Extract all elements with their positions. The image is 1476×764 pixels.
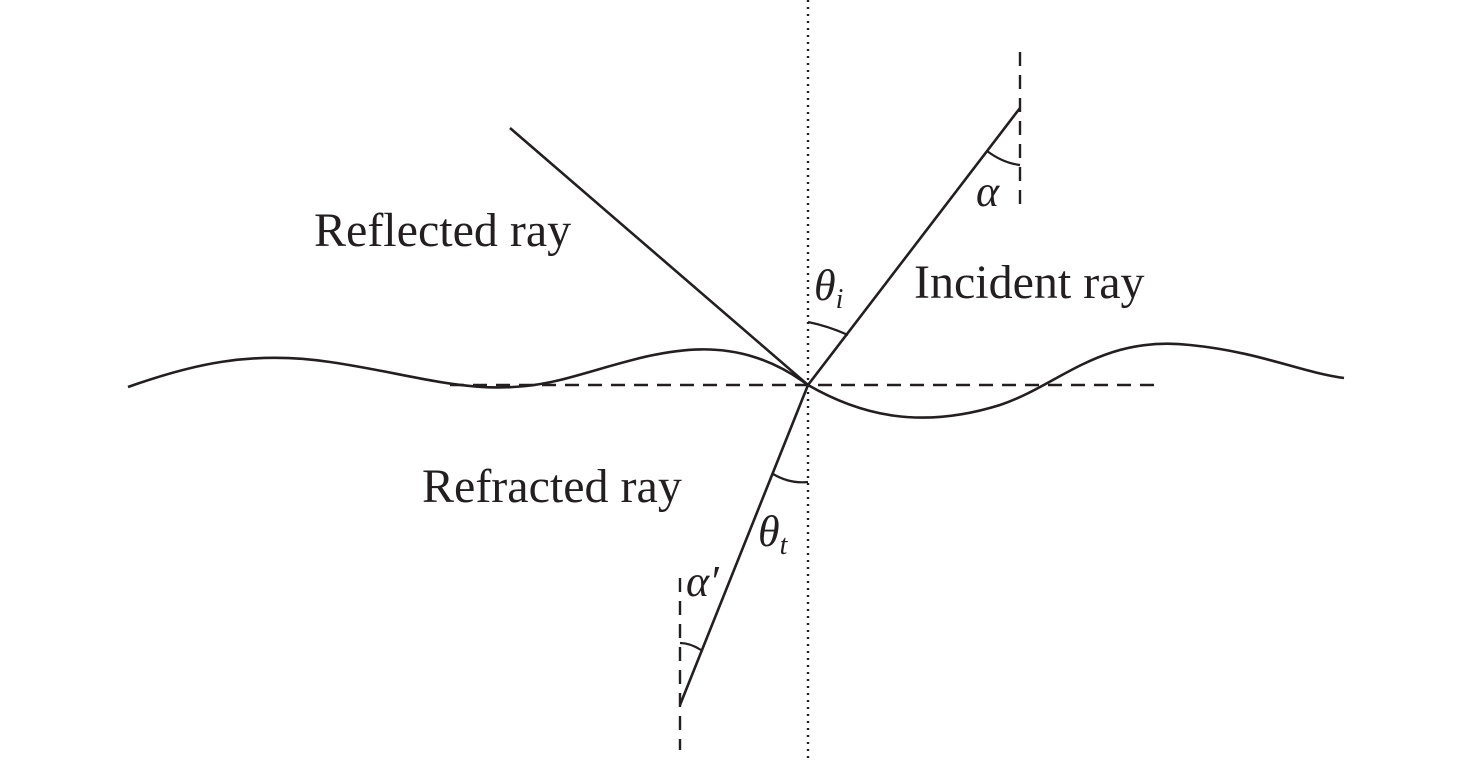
theta-i-arc <box>807 320 849 337</box>
theta-i-label: θi <box>814 261 843 315</box>
alpha-prime-arc <box>679 641 702 651</box>
theta-t-arc <box>772 473 809 484</box>
alpha-label: α <box>976 167 1000 216</box>
reflected-ray-label: Reflected ray <box>314 204 571 257</box>
refracted-ray-line <box>678 384 810 706</box>
theta-t-label: θt <box>758 507 789 561</box>
alpha-arc <box>986 150 1021 167</box>
alpha-prime-label: α′ <box>686 557 720 606</box>
wavy-surface <box>127 342 1345 419</box>
reflected-ray-line <box>509 127 809 386</box>
incident-ray-label: Incident ray <box>914 256 1145 309</box>
incident-ray-line <box>806 107 1022 386</box>
refracted-ray-label: Refracted ray <box>422 460 682 513</box>
